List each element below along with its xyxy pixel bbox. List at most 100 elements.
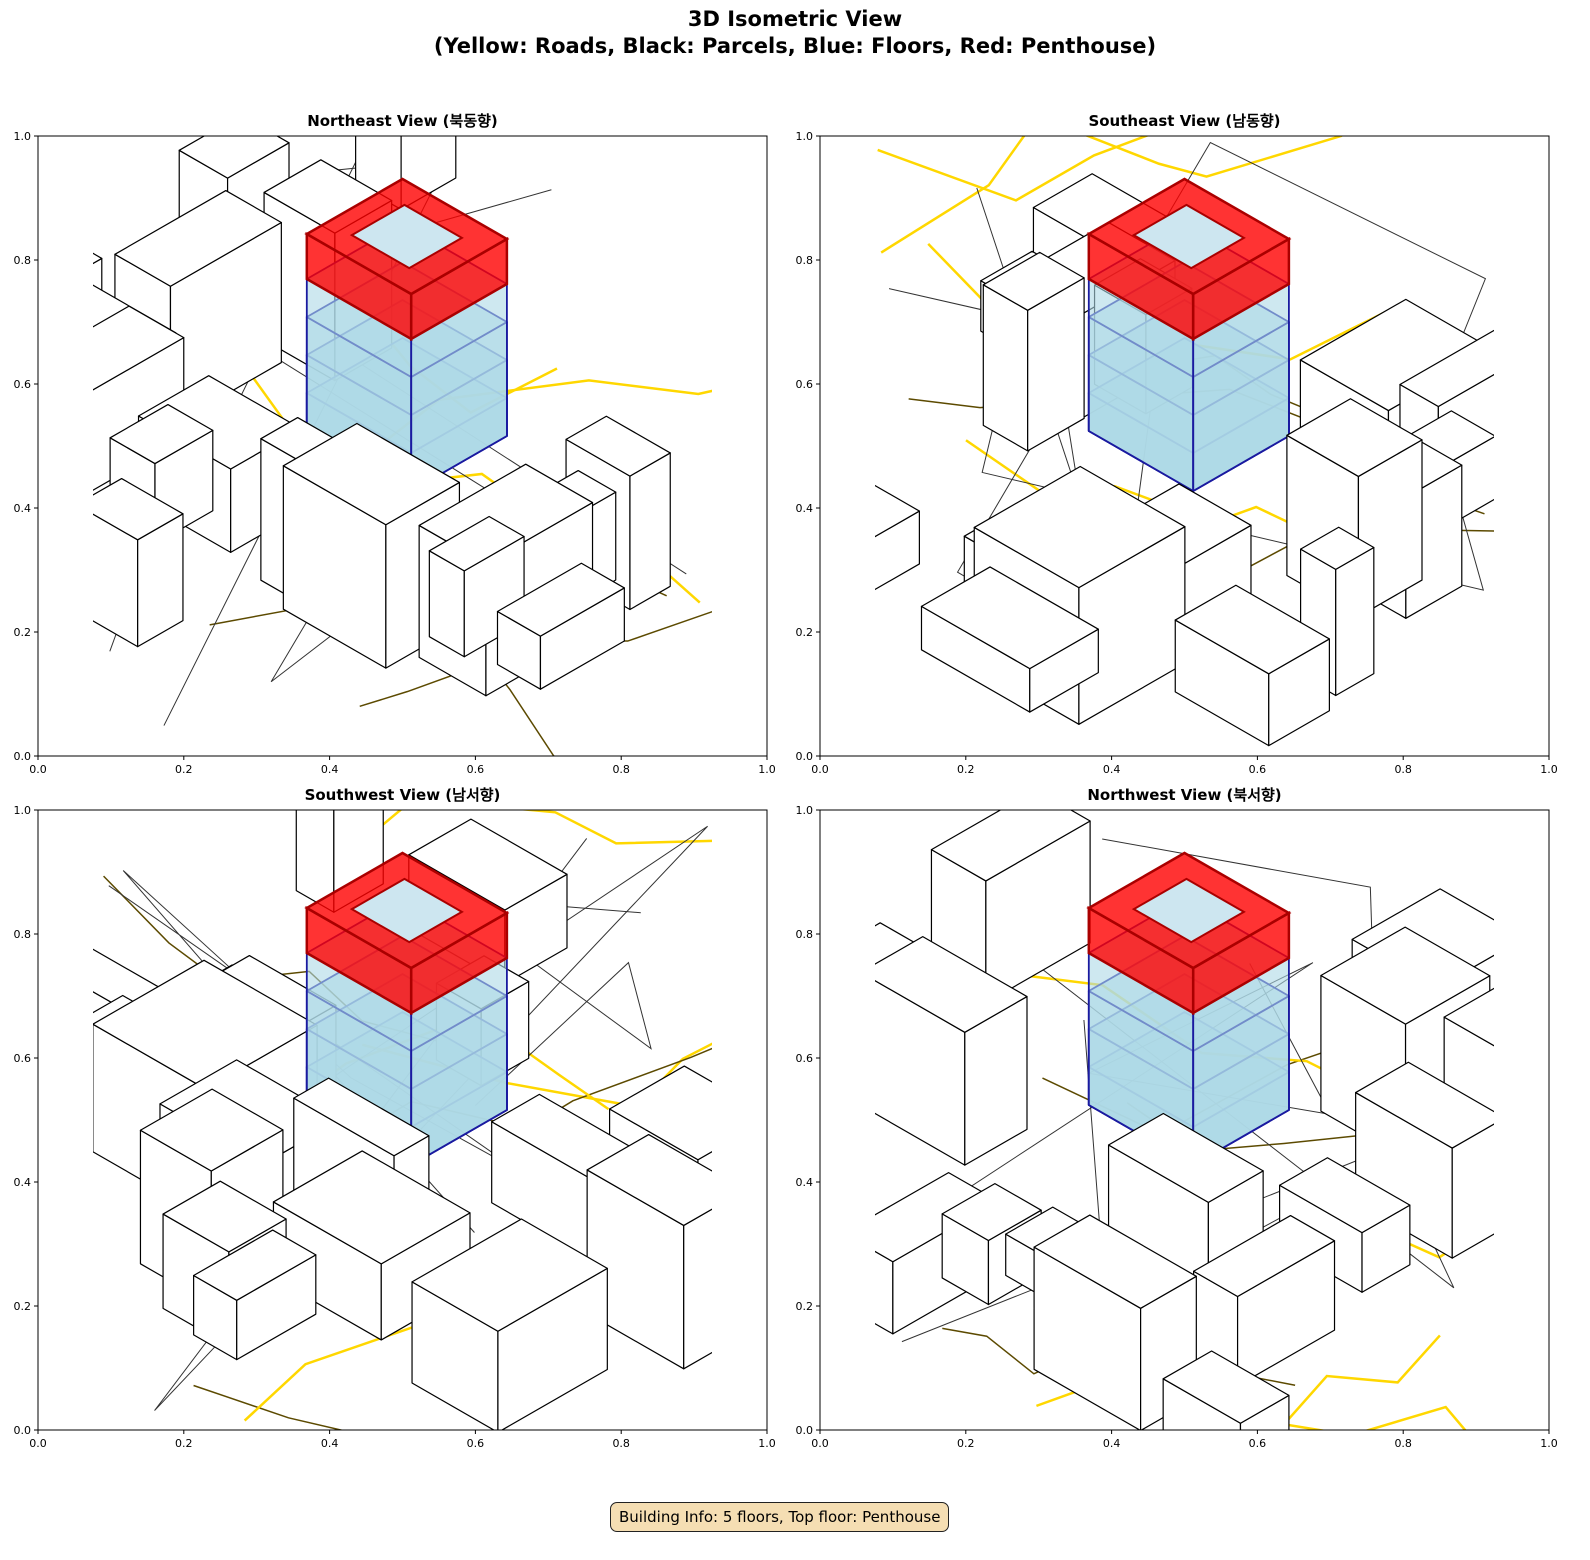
y-tick-label: 0.2 bbox=[796, 1300, 814, 1313]
x-tick-label: 0.2 bbox=[175, 1437, 193, 1450]
building-top bbox=[1279, 1157, 1411, 1234]
building-top bbox=[1193, 1214, 1336, 1298]
x-tick-label: 0.0 bbox=[811, 763, 829, 776]
x-tick-label: 0.8 bbox=[612, 763, 630, 776]
building-top bbox=[162, 1180, 287, 1253]
building-top bbox=[93, 252, 103, 265]
x-tick-label: 0.6 bbox=[1249, 763, 1267, 776]
y-tick-label: 1.0 bbox=[14, 804, 32, 817]
building-top bbox=[930, 810, 1091, 882]
panel-title-northeast: Northeast View (북동향) bbox=[307, 112, 498, 130]
building-face bbox=[1533, 1039, 1584, 1198]
building-face bbox=[0, 263, 28, 435]
x-tick-label: 1.0 bbox=[758, 1437, 776, 1450]
building-top bbox=[941, 1183, 1042, 1242]
building-top bbox=[1299, 526, 1375, 570]
x-tick-label: 0.8 bbox=[612, 1437, 630, 1450]
building-top bbox=[109, 403, 214, 465]
building-top bbox=[1320, 926, 1491, 1025]
building-face bbox=[758, 1053, 819, 1167]
y-tick-label: 0.4 bbox=[14, 1176, 32, 1189]
building-top bbox=[982, 251, 1085, 311]
building-top bbox=[282, 422, 461, 526]
building-top bbox=[1443, 987, 1494, 1047]
building-top bbox=[875, 484, 920, 538]
y-tick-label: 0.8 bbox=[14, 928, 32, 941]
building-face bbox=[1503, 412, 1584, 503]
y-tick-label: 0.4 bbox=[14, 502, 32, 515]
x-tick-label: 0.2 bbox=[957, 763, 975, 776]
building-top bbox=[608, 1065, 712, 1161]
building-top bbox=[586, 1133, 712, 1227]
x-tick-label: 0.6 bbox=[467, 1437, 485, 1450]
x-tick-label: 0.6 bbox=[467, 763, 485, 776]
y-tick-label: 1.0 bbox=[796, 130, 814, 143]
building-top bbox=[93, 305, 185, 391]
y-tick-label: 0.6 bbox=[796, 378, 814, 391]
x-tick-label: 1.0 bbox=[1540, 1437, 1558, 1450]
axes-frame bbox=[819, 809, 1550, 1431]
building-top bbox=[93, 477, 184, 541]
penthouse-courtyard bbox=[1131, 203, 1246, 270]
building-top bbox=[408, 818, 568, 911]
scene bbox=[758, 810, 1584, 1430]
figure-title-line2: (Yellow: Roads, Black: Parcels, Blue: Fl… bbox=[433, 34, 1157, 58]
figure-title: 3D Isometric View (Yellow: Roads, Black:… bbox=[0, 6, 1590, 60]
building-info-box: Building Info: 5 floors, Top floor: Pent… bbox=[610, 1502, 950, 1532]
panel-title-southwest: Southwest View (남서향) bbox=[304, 786, 501, 804]
building-top bbox=[272, 1150, 471, 1265]
x-tick-label: 0.4 bbox=[321, 1437, 339, 1450]
building-face bbox=[0, 341, 64, 491]
axes-frame bbox=[37, 809, 768, 1431]
building-face bbox=[807, 1143, 862, 1252]
building-face bbox=[629, 452, 671, 611]
building-top bbox=[920, 566, 1099, 670]
y-tick-label: 0.0 bbox=[796, 750, 814, 763]
building-top bbox=[293, 1077, 430, 1157]
y-tick-label: 0.0 bbox=[14, 1424, 32, 1437]
road-line bbox=[349, 810, 712, 853]
x-tick-label: 0.4 bbox=[1103, 763, 1121, 776]
y-tick-label: 0.6 bbox=[14, 378, 32, 391]
y-tick-label: 0.2 bbox=[14, 1300, 32, 1313]
building-face bbox=[1335, 546, 1375, 697]
x-tick-label: 0.2 bbox=[957, 1437, 975, 1450]
building-top bbox=[178, 136, 290, 179]
penthouse-courtyard bbox=[1131, 877, 1246, 944]
y-tick-label: 1.0 bbox=[14, 130, 32, 143]
building-top bbox=[1033, 1214, 1197, 1309]
scene bbox=[0, 136, 712, 756]
x-tick-label: 1.0 bbox=[1540, 763, 1558, 776]
y-tick-label: 0.2 bbox=[14, 626, 32, 639]
y-tick-label: 0.8 bbox=[796, 254, 814, 267]
axes-frame bbox=[37, 135, 768, 757]
y-tick-label: 0.8 bbox=[14, 254, 32, 267]
building-top bbox=[1299, 298, 1494, 412]
building-top bbox=[1286, 398, 1423, 478]
x-tick-label: 0.2 bbox=[175, 763, 193, 776]
x-tick-label: 0.4 bbox=[1103, 1437, 1121, 1450]
y-tick-label: 0.4 bbox=[796, 1176, 814, 1189]
y-tick-label: 0.0 bbox=[796, 1424, 814, 1437]
building-top bbox=[565, 415, 671, 477]
building-top bbox=[1107, 1112, 1264, 1203]
building-top bbox=[973, 465, 1186, 589]
building-top bbox=[1355, 1061, 1494, 1149]
road-line bbox=[877, 136, 1150, 202]
building-top bbox=[428, 515, 525, 572]
y-tick-label: 1.0 bbox=[796, 804, 814, 817]
road-line bbox=[193, 1384, 345, 1430]
panel-title-southeast: Southeast View (남동향) bbox=[1088, 112, 1281, 130]
building-top bbox=[193, 1229, 317, 1301]
x-tick-label: 0.8 bbox=[1394, 763, 1412, 776]
building-top bbox=[1399, 329, 1494, 408]
axes-frame bbox=[819, 135, 1550, 757]
building-top bbox=[1174, 584, 1330, 675]
x-tick-label: 0.4 bbox=[321, 763, 339, 776]
building-top bbox=[875, 936, 1028, 1033]
x-tick-label: 0.0 bbox=[29, 763, 47, 776]
building-top bbox=[114, 189, 282, 287]
